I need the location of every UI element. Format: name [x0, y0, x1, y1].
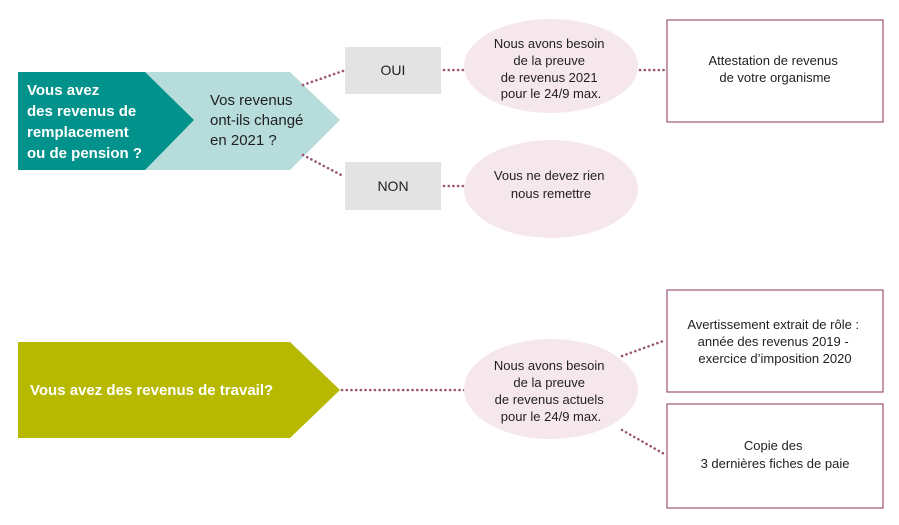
yes-document-line: Attestation de revenus	[709, 53, 839, 68]
pension-question-arrow	[18, 72, 194, 170]
pension-question-line: Vous avez	[27, 82, 99, 99]
work-bubble-line: Nous avons besoin	[494, 358, 605, 373]
yes-bubble-line: de revenus 2021	[501, 70, 598, 85]
no-bubble	[464, 140, 638, 238]
follow-up-line: en 2021 ?	[210, 132, 277, 149]
payslips-document-text: Copie des 3 dernières fiches de paie	[701, 438, 850, 471]
payslips-document-line: 3 dernières fiches de paie	[701, 456, 850, 471]
work-question-text: Vous avez des revenus de travail?	[30, 382, 273, 399]
follow-up-text: Vos revenus ont-ils changé en 2021 ?	[210, 92, 308, 149]
connector-to-no	[301, 153, 345, 178]
answer-no-label: NON	[377, 178, 408, 194]
work-bubble	[464, 339, 638, 439]
pension-question-line: des revenus de	[27, 103, 136, 120]
no-bubble-line: Vous ne devez rien	[494, 168, 605, 183]
answer-no-box	[345, 162, 441, 210]
yes-bubble	[464, 19, 638, 113]
tax-document-line: année des revenus 2019 -	[698, 334, 849, 349]
follow-up-arrow	[140, 72, 340, 170]
yes-bubble-text: Nous avons besoin de la preuve de revenu…	[494, 36, 608, 101]
work-flow: Vous avez des revenus de travail? Nous a…	[18, 289, 884, 509]
connector-to-yes	[301, 69, 345, 87]
no-bubble-text: Vous ne devez rien nous remettre	[494, 168, 608, 201]
work-question-arrow	[18, 342, 340, 438]
pension-flow: Vous avez des revenus de remplacement ou…	[18, 19, 884, 238]
tax-document-line: exercice d’imposition 2020	[698, 351, 851, 366]
pension-question-text: Vous avez des revenus de remplacement ou…	[27, 82, 142, 162]
tax-document-text: Avertissement extrait de rôle : année de…	[687, 317, 862, 366]
answer-yes-box	[345, 47, 441, 94]
follow-up-line: Vos revenus	[210, 92, 293, 109]
payslips-document-line: Copie des	[744, 438, 803, 453]
yes-document-text: Attestation de revenus de votre organism…	[709, 53, 842, 85]
yes-bubble-line: pour le 24/9 max.	[501, 86, 601, 101]
pension-question-line: ou de pension ?	[27, 145, 142, 162]
yes-bubble-line: Nous avons besoin	[494, 36, 605, 51]
yes-document-box	[666, 19, 884, 123]
payslips-document-box	[666, 403, 884, 509]
answer-yes-label: OUI	[381, 62, 406, 78]
work-bubble-line: de revenus actuels	[495, 392, 605, 407]
tax-document-line: Avertissement extrait de rôle :	[687, 317, 859, 332]
yes-document-line: de votre organisme	[719, 70, 830, 85]
work-bubble-line: pour le 24/9 max.	[501, 409, 601, 424]
follow-up-line: ont-ils changé	[210, 112, 303, 129]
pension-question-line: remplacement	[27, 124, 129, 141]
no-bubble-line: nous remettre	[511, 186, 591, 201]
yes-bubble-line: de la preuve	[513, 53, 585, 68]
work-bubble-line: de la preuve	[513, 375, 585, 390]
tax-document-box	[666, 289, 884, 393]
work-bubble-text: Nous avons besoin de la preuve de revenu…	[494, 358, 608, 424]
connector-bubble-to-tax-document	[620, 338, 668, 358]
connector-bubble-to-payslips-document	[620, 428, 668, 457]
